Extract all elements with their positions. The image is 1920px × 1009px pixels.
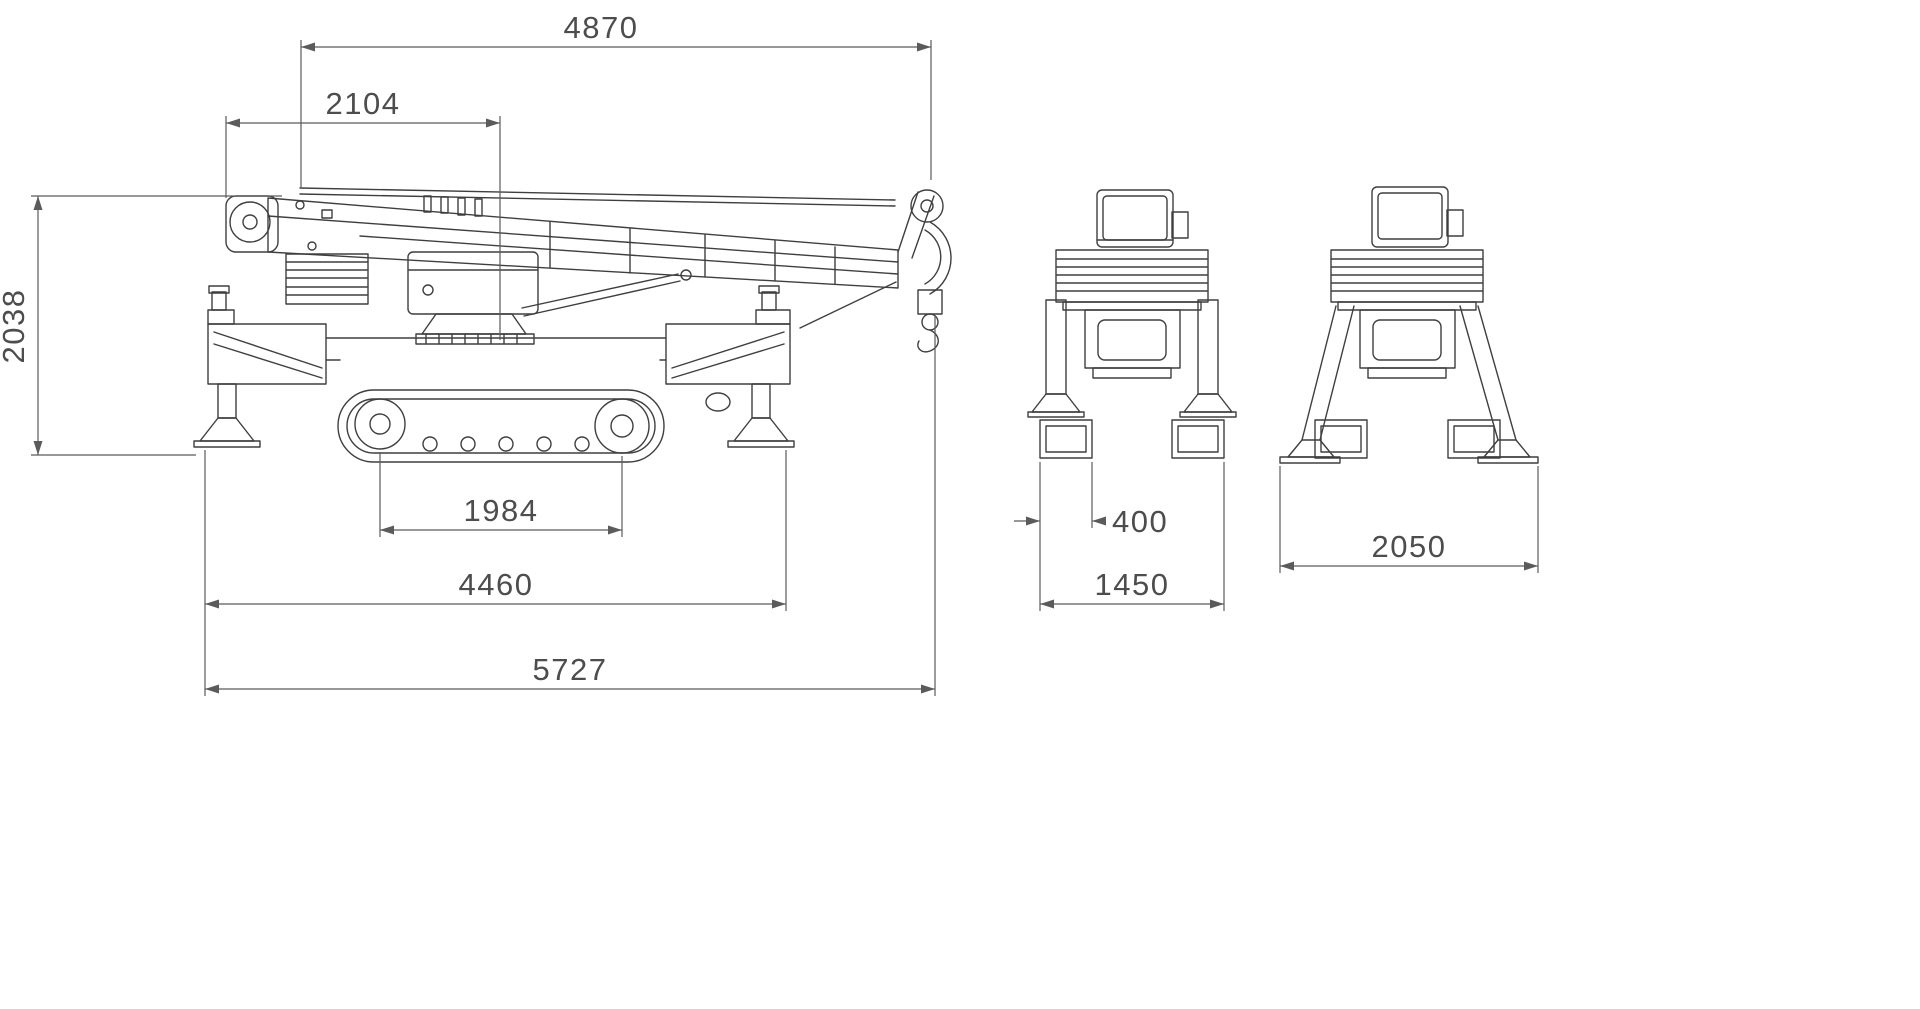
- crawler-track: [337, 389, 665, 463]
- luffing-cylinder: [521, 273, 679, 309]
- outrigger-pad-left: [1279, 456, 1341, 464]
- dim-4870-label: 4870: [564, 10, 639, 45]
- dimension-4870: 4870: [300, 10, 932, 188]
- outrigger-pad-right: [727, 440, 795, 448]
- outrigger-arm-right: [1459, 305, 1499, 441]
- track-right: [1447, 419, 1501, 459]
- stored-jib: [299, 187, 896, 201]
- head-sheave: [910, 189, 944, 223]
- dim-400-label: 400: [1112, 504, 1168, 539]
- dimension-1450: 1450: [1039, 462, 1225, 611]
- boom-foot-sheave: [229, 201, 271, 243]
- dimension-400: 400: [1014, 462, 1168, 539]
- front-view-outriggers-extended: [1279, 186, 1539, 464]
- dim-4460-label: 4460: [459, 567, 534, 602]
- track-right: [1171, 419, 1225, 459]
- dimension-1984: 1984: [379, 452, 623, 537]
- dimension-4460: 4460: [204, 450, 787, 611]
- dimension-2050: 2050: [1279, 466, 1539, 573]
- outrigger-leg-left: [217, 383, 237, 419]
- track-left: [1314, 419, 1368, 459]
- hook-plate: [929, 221, 952, 295]
- chassis-left-box: [207, 323, 327, 385]
- outrigger-column-left: [1045, 299, 1067, 395]
- dim-2050-label: 2050: [1372, 529, 1447, 564]
- dimension-2104: 2104: [225, 86, 501, 340]
- outrigger-pad-right: [1477, 456, 1539, 464]
- dimension-5727: 5727: [204, 315, 936, 696]
- track-idler: [594, 398, 650, 454]
- outrigger-column-right: [1197, 299, 1219, 395]
- front-view-transport: [1027, 189, 1237, 459]
- dimension-2038: 2038: [0, 195, 282, 456]
- outrigger-arm-left: [1301, 305, 1337, 441]
- boom-stack: [1055, 249, 1209, 303]
- track-sprocket: [354, 398, 406, 450]
- dim-2038-label: 2038: [0, 289, 31, 364]
- outrigger-pad-left: [193, 440, 261, 448]
- counterweight-stack: [285, 253, 369, 305]
- outrigger-leg-right: [751, 383, 771, 419]
- cab: [1096, 189, 1174, 248]
- track-left: [1039, 419, 1093, 459]
- dim-5727-label: 5727: [533, 652, 608, 687]
- slew-ring: [421, 313, 527, 335]
- boom-outline: [267, 197, 899, 289]
- dim-1984-label: 1984: [464, 493, 539, 528]
- dim-1450-label: 1450: [1095, 567, 1170, 602]
- side-view-crane: [193, 187, 952, 463]
- cab: [1371, 186, 1449, 248]
- boom-stack: [1330, 249, 1484, 303]
- hook: [917, 329, 939, 353]
- chassis-right-box: [665, 323, 791, 385]
- dim-2104-label: 2104: [326, 86, 401, 121]
